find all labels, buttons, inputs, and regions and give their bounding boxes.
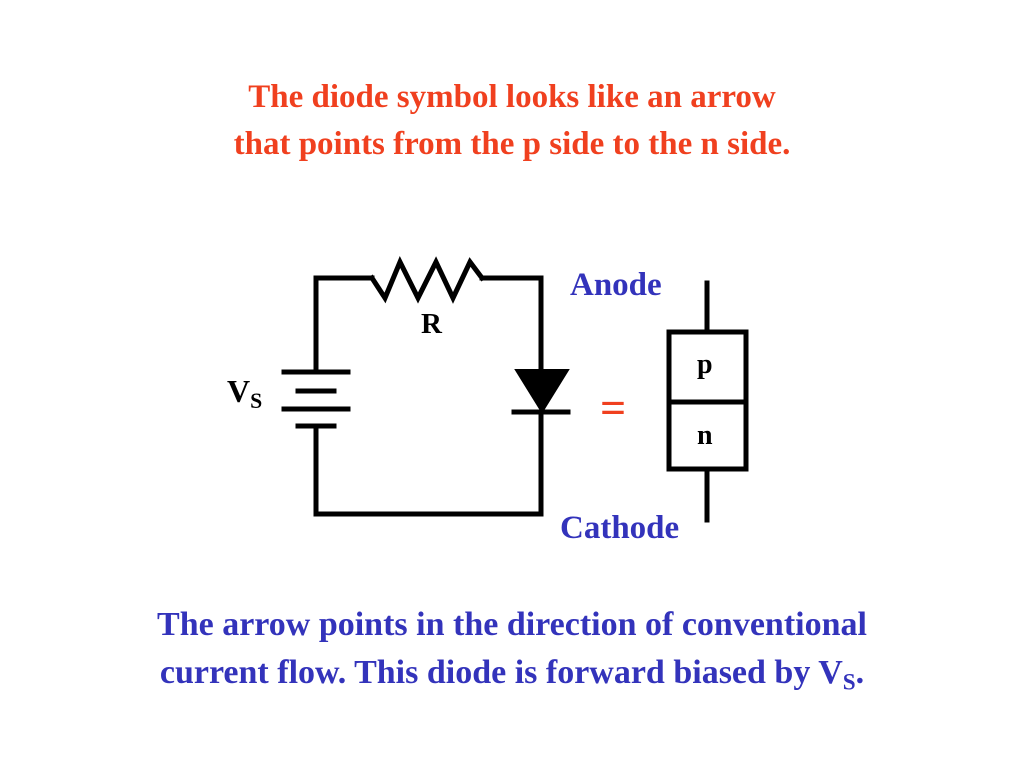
wire-top-left (313, 275, 375, 373)
n-region-label: n (697, 420, 713, 451)
cathode-label: Cathode (560, 510, 680, 546)
anode-label: Anode (570, 267, 662, 303)
equals-sign: = (600, 382, 627, 433)
caption-line-2-period: . (855, 654, 865, 691)
wire-top-right (479, 275, 544, 373)
source-label-subscript: S (250, 389, 263, 414)
diode-triangle (514, 369, 570, 414)
caption-line-2-text: current flow. This diode is forward bias… (159, 654, 843, 691)
resistor-label: R (421, 308, 442, 340)
source-label-main: V (227, 373, 251, 409)
p-region-label: p (697, 349, 713, 380)
caption-line-1: The arrow points in the direction of con… (157, 606, 867, 643)
wire-right-bottom (313, 409, 544, 517)
heading-line-1: The diode symbol looks like an arrow (248, 79, 776, 115)
caption-line-2-subscript: S (842, 669, 856, 696)
resistor-symbol (368, 255, 486, 304)
caption-line-2: current flow. This diode is forward bias… (0, 652, 1024, 694)
source-label: VS (227, 372, 263, 414)
heading-line-2: that points from the p side to the n sid… (233, 126, 791, 162)
